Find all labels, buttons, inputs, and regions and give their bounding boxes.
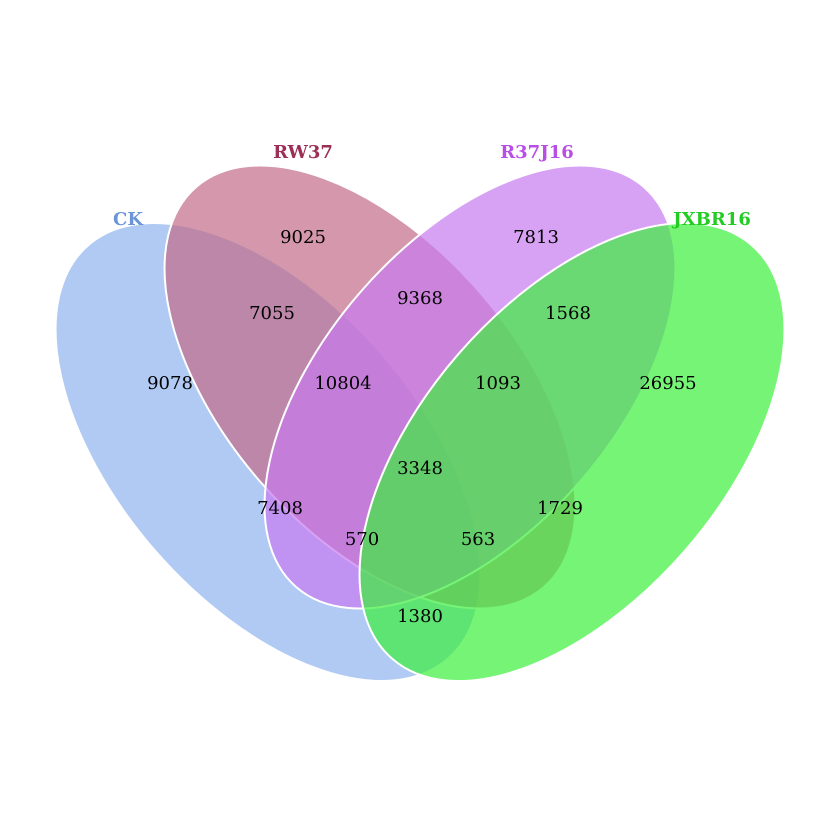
count-ck-rw37: 7055 bbox=[249, 303, 295, 324]
count-ck-only: 9078 bbox=[147, 373, 193, 394]
count-jxbr16-only: 26955 bbox=[639, 373, 696, 394]
count-ck-r37j16: 7408 bbox=[257, 498, 303, 519]
set-label-rw37: RW37 bbox=[273, 142, 333, 163]
count-rw37-jxbr16: 1729 bbox=[537, 498, 583, 519]
count-ck-r37j16-jxbr16: 570 bbox=[345, 529, 379, 550]
count-ck-rw37-r37j16: 10804 bbox=[314, 373, 371, 394]
set-label-jxbr16: JXBR16 bbox=[671, 209, 751, 230]
count-r37j16-only: 7813 bbox=[513, 227, 559, 248]
set-label-r37j16: R37J16 bbox=[500, 142, 574, 163]
count-rw37-only: 9025 bbox=[280, 227, 326, 248]
count-all-four: 3348 bbox=[397, 458, 443, 479]
count-ck-rw37-jxbr16: 563 bbox=[461, 529, 495, 550]
count-rw37-r37j16-jxbr16: 1093 bbox=[475, 373, 521, 394]
count-rw37-r37j16: 9368 bbox=[397, 288, 443, 309]
region-counts: 9078 9025 7813 26955 7055 9368 1568 1080… bbox=[147, 227, 697, 627]
set-label-ck: CK bbox=[113, 209, 144, 230]
count-ck-jxbr16: 1380 bbox=[397, 606, 443, 627]
set-labels: CK RW37 R37J16 JXBR16 bbox=[113, 142, 751, 230]
count-r37j16-jxbr16: 1568 bbox=[545, 303, 591, 324]
ellipse-jxbr16 bbox=[358, 221, 786, 683]
set-ellipses bbox=[54, 164, 786, 683]
